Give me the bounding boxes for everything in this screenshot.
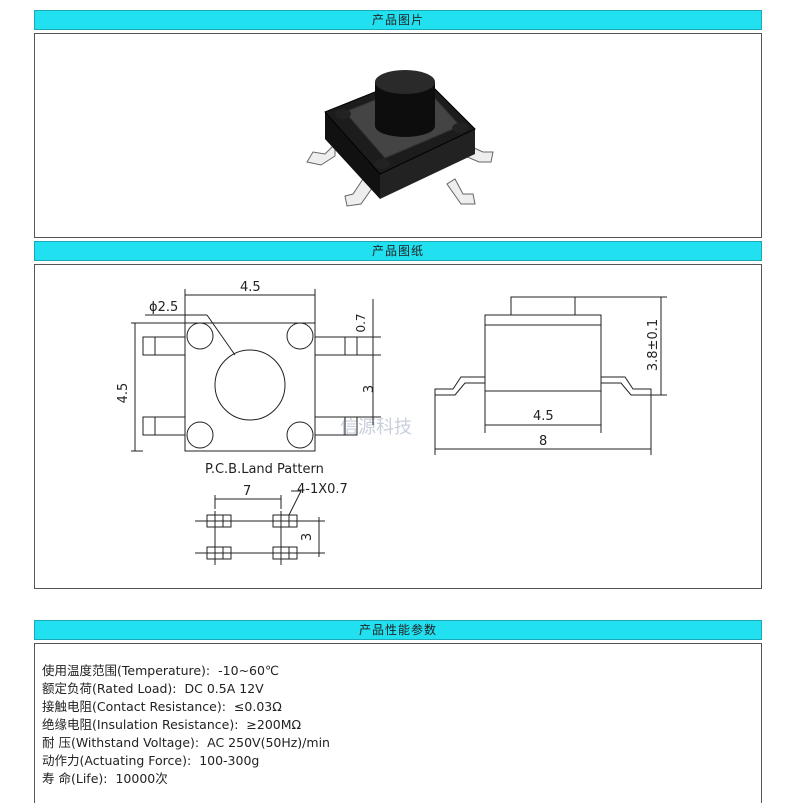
pcb-dim-pads: 4-1X0.7: [297, 482, 348, 497]
spec-value: -10~60℃: [218, 663, 279, 678]
dim-phi: ϕ2.5: [149, 300, 178, 315]
product-photo-panel: [34, 33, 762, 238]
spec-row: 耐 压(Withstand Voltage): AC 250V(50Hz)/min: [42, 734, 330, 752]
spec-row: 寿 命(Life): 10000次: [42, 770, 330, 788]
spec-label: 使用温度范围(Temperature):: [42, 663, 211, 678]
dim-width-top: 4.5: [240, 280, 261, 295]
spec-value: AC 250V(50Hz)/min: [207, 735, 330, 750]
technical-drawing: 信源科技 4.5 ϕ2.5 4.5 0.7 3 P.C.B.Land Patte…: [116, 280, 667, 565]
spec-label: 寿 命(Life):: [42, 771, 108, 786]
spec-label: 绝缘电阻(Insulation Resistance):: [42, 717, 239, 732]
section-title-params: 产品性能参数: [34, 620, 762, 640]
watermark-text: 信源科技: [340, 417, 412, 438]
spec-label: 接触电阻(Contact Resistance):: [42, 699, 226, 714]
product-drawing-panel: 信源科技 4.5 ϕ2.5 4.5 0.7 3 P.C.B.Land Patte…: [34, 264, 762, 589]
spec-value: ≤0.03Ω: [233, 699, 282, 714]
spec-label: 动作力(Actuating Force):: [42, 753, 192, 768]
spec-label: 耐 压(Withstand Voltage):: [42, 735, 200, 750]
spec-row: 动作力(Actuating Force): 100-300g: [42, 752, 330, 770]
pcb-dim-3: 3: [300, 533, 315, 541]
spec-row: 绝缘电阻(Insulation Resistance): ≥200MΩ: [42, 716, 330, 734]
spec-row: 额定负荷(Rated Load): DC 0.5A 12V: [42, 680, 330, 698]
spec-value: 10000次: [115, 771, 168, 786]
dim-0-7: 0.7: [354, 313, 368, 332]
tact-switch-photo: [306, 70, 494, 207]
spec-value: DC 0.5A 12V: [184, 681, 264, 696]
pcb-dim-7: 7: [243, 484, 251, 499]
dim-left-height: 4.5: [116, 383, 131, 404]
pcb-label: P.C.B.Land Pattern: [205, 462, 324, 477]
spec-value: 100-300g: [199, 753, 260, 768]
spec-row: 使用温度范围(Temperature): -10~60℃: [42, 662, 330, 680]
section-title-product-drawing: 产品图纸: [34, 241, 762, 261]
section-title-product-photo: 产品图片: [34, 10, 762, 30]
side-dim-height: 3.8±0.1: [646, 319, 661, 371]
dim-3: 3: [362, 385, 377, 393]
side-dim-4-5: 4.5: [533, 409, 554, 424]
spec-value: ≥200MΩ: [246, 717, 302, 732]
spec-label: 额定负荷(Rated Load):: [42, 681, 177, 696]
params-panel: [34, 643, 762, 803]
spec-row: 接触电阻(Contact Resistance): ≤0.03Ω: [42, 698, 330, 716]
spec-list: 使用温度范围(Temperature): -10~60℃ 额定负荷(Rated L…: [42, 662, 330, 788]
side-dim-8: 8: [539, 434, 547, 449]
